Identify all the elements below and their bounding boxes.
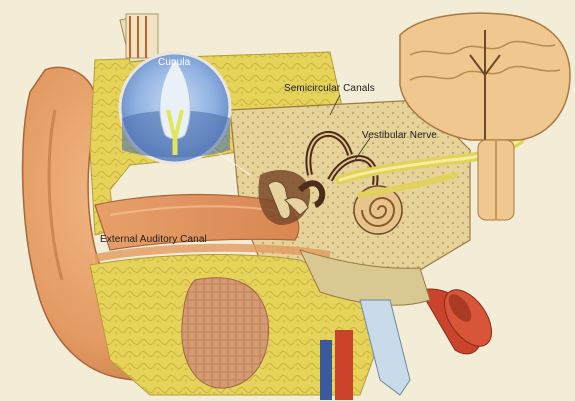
label-vestibular-nerve: Vestibular Nerve (362, 130, 437, 141)
label-semicircular-canals: Semicircular Canals (284, 83, 375, 94)
artery-vertical (335, 330, 353, 400)
cupula-magnifier (120, 53, 230, 163)
parotid-gland (182, 278, 269, 388)
label-cupula: Cupula (158, 57, 190, 68)
label-external-auditory-canal: External Auditory Canal (100, 234, 207, 245)
vein-vertical (320, 340, 332, 400)
